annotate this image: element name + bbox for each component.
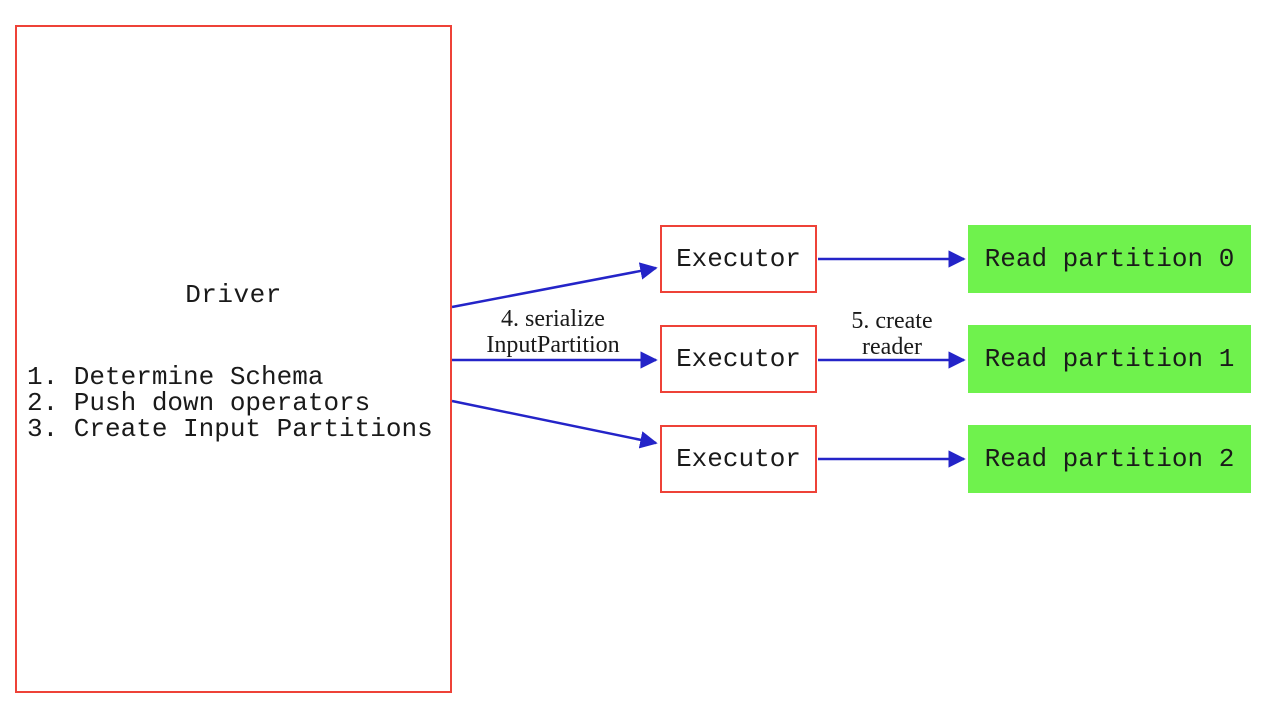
driver-step-2: 2. Push down operators <box>27 388 371 418</box>
arrow-driver-to-executor-1 <box>451 262 658 309</box>
edge-label-line: reader <box>862 334 922 360</box>
read-partition-label: Read partition 0 <box>984 244 1235 274</box>
read-partition-box-0: Read partition 0 <box>968 225 1251 293</box>
executor-label: Executor <box>676 244 801 274</box>
edge-label-line: 4. serialize <box>501 306 605 332</box>
executor-box-2: Executor <box>660 325 817 393</box>
edge-label-create-reader: 5. create reader <box>812 308 972 360</box>
driver-box: Driver 1. Determine Schema 2. Push down … <box>15 25 452 693</box>
driver-title: Driver <box>185 280 282 310</box>
read-partition-label: Read partition 1 <box>984 344 1235 374</box>
edge-label-line: InputPartition <box>486 332 620 358</box>
driver-step-3: 3. Create Input Partitions <box>27 414 433 444</box>
executor-label: Executor <box>676 344 801 374</box>
read-partition-label: Read partition 2 <box>984 444 1235 474</box>
read-partition-box-2: Read partition 2 <box>968 425 1251 493</box>
executor-box-1: Executor <box>660 225 817 293</box>
arrow-driver-to-executor-3 <box>451 399 658 449</box>
driver-step-1: 1. Determine Schema <box>27 362 324 392</box>
edge-label-serialize-inputpartition: 4. serialize InputPartition <box>453 306 653 358</box>
driver-steps-list: 1. Determine Schema 2. Push down operato… <box>27 364 447 442</box>
executor-box-3: Executor <box>660 425 817 493</box>
read-partition-box-1: Read partition 1 <box>968 325 1251 393</box>
edge-label-line: 5. create <box>851 308 933 334</box>
executor-label: Executor <box>676 444 801 474</box>
